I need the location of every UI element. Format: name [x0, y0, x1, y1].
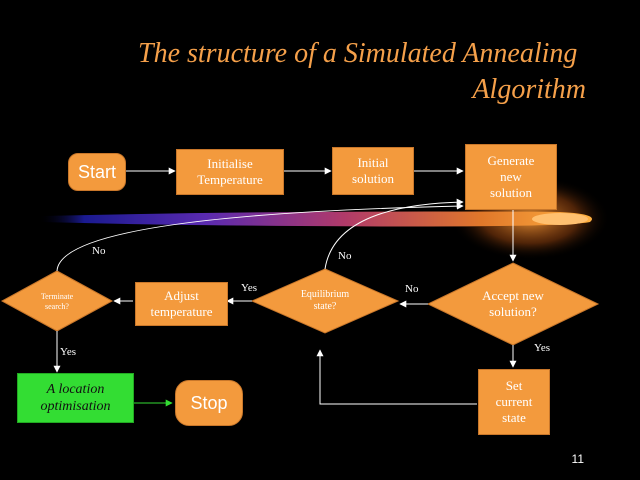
slide-title-line2: Algorithm	[472, 74, 586, 105]
equilibrium-state-text: Equilibrium state?	[280, 285, 370, 317]
terminate-search-label-1: Terminate	[40, 292, 74, 301]
stop-node: Stop	[175, 380, 243, 426]
location-optimisation-label-2: optimisation	[40, 399, 111, 414]
accept-no-label: No	[405, 283, 419, 295]
initialise-temperature-node: Initialise Temperature	[176, 149, 284, 195]
initial-solution-node: Initial solution	[332, 147, 414, 195]
initial-solution-label-2: solution	[352, 171, 394, 186]
set-current-state-label-3: state	[502, 410, 526, 426]
accept-new-solution-label-2: solution?	[489, 304, 537, 319]
slide-title-line1: The structure of a Simulated Annealing	[138, 38, 578, 69]
equilibrium-state-label-2: state?	[313, 301, 337, 312]
terminate-no-label: No	[92, 245, 106, 257]
start-node: Start	[68, 153, 126, 191]
generate-new-solution-node: Generate new solution	[465, 144, 557, 210]
generate-new-solution-label-1: Generate	[487, 152, 535, 168]
terminate-search-text: Terminate search?	[22, 288, 92, 316]
initialise-temperature-label-1: Initialise	[207, 155, 253, 171]
slide-title: The structure of a Simulated Annealing A…	[130, 36, 590, 108]
location-optimisation-node: A location optimisation	[17, 373, 134, 423]
equilibrium-state-diamond	[250, 268, 400, 334]
generate-new-solution-label-2: new	[500, 168, 522, 184]
start-label: Start	[77, 161, 116, 182]
set-current-state-label-1: Set	[505, 377, 523, 393]
initialise-temperature-label-2: Temperature	[197, 172, 263, 187]
accept-new-solution-text: Accept new solution?	[458, 284, 568, 324]
page-number: 11	[571, 452, 584, 466]
flow-arrows	[53, 167, 517, 407]
generate-new-solution-label-3: solution	[490, 185, 532, 201]
initial-solution-label-1: Initial	[357, 154, 389, 170]
location-optimisation-label-1: A location	[46, 381, 105, 397]
equilibrium-yes-label: Yes	[241, 282, 258, 294]
set-current-state-node: Set current state	[478, 369, 550, 435]
equilibrium-no-label: No	[338, 250, 352, 262]
adjust-temperature-label-1: Adjust	[164, 287, 199, 303]
adjust-temperature-label-2: temperature	[150, 304, 213, 319]
stop-label: Stop	[190, 392, 228, 413]
set-current-state-label-2: current	[495, 393, 533, 409]
equilibrium-state-label-1: Equilibrium	[300, 288, 350, 300]
accept-yes-label: Yes	[534, 342, 551, 354]
terminate-yes-label: Yes	[60, 346, 77, 358]
adjust-temperature-node: Adjust temperature	[135, 282, 228, 326]
terminate-search-label-2: search?	[45, 302, 69, 311]
accept-new-solution-label-1: Accept new	[482, 287, 544, 303]
